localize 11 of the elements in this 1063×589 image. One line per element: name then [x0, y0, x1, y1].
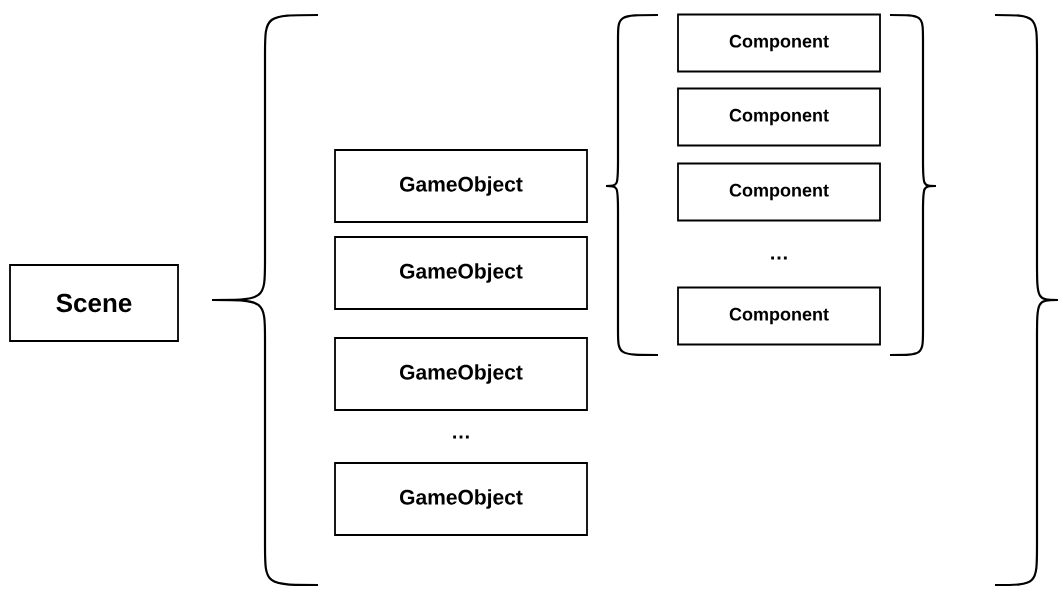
box: GameObject	[334, 462, 588, 536]
box: Component	[677, 87, 881, 147]
box: Component	[677, 13, 881, 73]
box: Scene	[9, 264, 179, 342]
ellipsis: …	[771, 256, 787, 260]
box: Component	[677, 286, 881, 346]
box: GameObject	[334, 149, 588, 223]
ellipsis: …	[453, 435, 469, 439]
box: GameObject	[334, 236, 588, 310]
box: Component	[677, 162, 881, 222]
box: GameObject	[334, 337, 588, 411]
